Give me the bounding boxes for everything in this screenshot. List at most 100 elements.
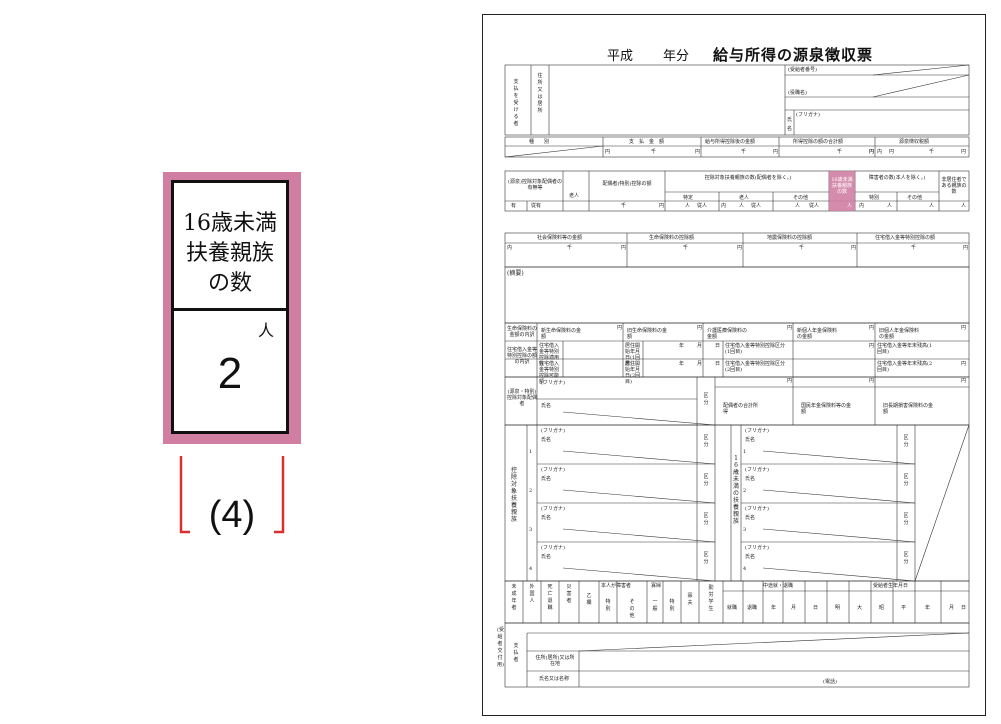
unit-label: 円	[737, 245, 743, 251]
sub-label: 従有	[531, 203, 542, 209]
kubun-label: 区分	[703, 435, 709, 448]
unit-label: 千	[799, 245, 805, 251]
unit-label: 円	[787, 378, 793, 384]
furigana-label: (フリガナ)	[541, 467, 565, 473]
row-number: 4	[529, 566, 533, 572]
widow-general: 一般	[652, 599, 658, 612]
unit-label: 千	[911, 245, 917, 251]
name-label: 氏名	[541, 476, 552, 482]
housing-loan-label: 住宅借入金等特別控除の額	[875, 235, 936, 241]
disabled-col-special: 特別	[869, 195, 880, 201]
under16-block-label: 16歳未満の扶養親族	[733, 455, 740, 525]
under16-count-label: 16歳未満扶養親族の数	[831, 177, 853, 195]
social-insurance-label: 社会保険料等の金額	[537, 235, 583, 241]
col-after-deduction: 給与所得控除後の金額	[705, 139, 756, 145]
furigana-label: (フリガナ)	[745, 467, 769, 473]
callout-value: 2	[217, 349, 243, 398]
col-type: 種 別	[529, 139, 550, 145]
sub-label: 人	[887, 203, 893, 209]
kubun-label: 区分	[703, 552, 709, 565]
unit-label: 日	[715, 343, 721, 349]
name-label: 氏名	[541, 403, 552, 409]
insurance-cell: 旧個人年金保険料の金額	[879, 328, 920, 340]
housing-cell: 住宅借入金等年末残高(1回目)	[877, 343, 933, 355]
sub-label: 人	[739, 203, 745, 209]
furigana-label: (フリガナ)	[541, 506, 565, 512]
under16-highlight	[829, 171, 855, 211]
dep-col-specific: 特定	[683, 195, 694, 201]
row-number: 2	[743, 488, 747, 494]
sub-label: 有	[511, 203, 517, 209]
kubun-label: 区分	[703, 513, 709, 526]
form-title: 給与所得の源泉徴収票	[713, 46, 874, 64]
birthdate-header: 受給者生年月日	[873, 583, 909, 589]
red-bracket-icon	[179, 456, 285, 534]
disabled-col-other: その他	[907, 195, 923, 201]
spouse-income-label: 配偶者の合計所得	[723, 403, 759, 415]
death-retire-header: 死亡退職	[547, 584, 553, 611]
callout-cell: 16歳未満 扶養親族 の数 人 2	[171, 180, 289, 434]
unit-label: 円	[869, 149, 875, 155]
unit-label: 円	[869, 325, 875, 331]
unit-label: 円	[617, 325, 623, 331]
unit-label: 円	[961, 149, 967, 155]
birth-showa: 昭	[879, 605, 885, 611]
disaster-header: 災害者	[566, 584, 572, 604]
unit-label: 月	[697, 343, 703, 349]
insurance-cell: 介護医療保険料の金額	[707, 328, 748, 340]
sub-label: 内	[859, 203, 865, 209]
row-number: 3	[743, 527, 747, 533]
sub-label: 人	[685, 203, 691, 209]
spouse-old-label: 老人	[569, 193, 580, 199]
midway-header: 中途就・退職	[763, 583, 794, 589]
col-payment-amount: 支 払 金 額	[629, 139, 665, 145]
name-label: 氏名	[541, 437, 552, 443]
unit-label: 千	[651, 149, 657, 155]
dep-col-old: 老人	[739, 195, 750, 201]
callout-label-line: の数	[207, 271, 252, 296]
housing-cell: 住宅借入金等特別控除適用数	[539, 343, 560, 367]
housing-cell: 住宅借入金等特別控除区分(1回目)	[725, 343, 786, 355]
otsu-header: 乙欄	[586, 593, 592, 606]
callout-marker: (4)	[208, 494, 256, 536]
unit-label: 年	[679, 361, 685, 367]
unit-label: 円	[889, 149, 895, 155]
minor-header: 未成年者	[511, 584, 517, 611]
payer-address-label: 住所(居所)又は所在地	[535, 655, 575, 667]
sub-label: 人	[847, 203, 853, 209]
position-label: (役職名)	[788, 90, 807, 96]
unit-label: 円	[869, 343, 875, 349]
withholding-slip-form: 平成 年分 給与所得の源泉徴収票 支払を受ける者 住所又は居所 (受給者番号) …	[482, 14, 986, 716]
sub-label: 従人	[751, 203, 762, 209]
midway-year: 年	[771, 605, 777, 611]
disabled-self-header: 本人が障害者	[601, 583, 632, 589]
payer-tel-label: (電話)	[823, 679, 837, 685]
unit-label: 円	[621, 245, 627, 251]
recipient-number-label: (受給者番号)	[788, 67, 817, 73]
housing-cell: 住宅借入金等年末残高(2回目)	[877, 361, 933, 373]
widow-header: 寡婦	[651, 583, 662, 589]
housing-cell: 住宅借入金等特別控除区分(2回目)	[725, 361, 786, 373]
unit-label: 千	[683, 245, 689, 251]
working-student-header: 勤労学生	[708, 585, 714, 612]
sub-label: 人	[795, 203, 801, 209]
payer-label: 支払者	[513, 643, 519, 663]
midway-day: 日	[813, 605, 819, 611]
unit-label: 円	[869, 378, 875, 384]
life-insurance-label: 生命保険料の控除額	[649, 235, 695, 241]
unit-label: 円	[961, 325, 967, 331]
unit-label: 円	[961, 378, 967, 384]
name-label-2: 名	[787, 126, 793, 132]
unit-label: 円	[869, 149, 875, 155]
unit-label: 内	[877, 149, 883, 155]
unit-label: 円	[605, 149, 611, 155]
dep-col-other: その他	[793, 195, 809, 201]
sub-label: 円	[659, 203, 665, 209]
unit-label: 千	[741, 149, 747, 155]
birth-month: 月	[949, 605, 955, 611]
name-label: 氏名	[745, 554, 756, 560]
insurance-cell: 旧生命保険料の金額	[627, 328, 668, 340]
insurance-cell: 新個人年金保険料の金額	[797, 328, 838, 340]
unit-label: 円	[963, 245, 969, 251]
kubun-label: 区分	[703, 393, 709, 406]
